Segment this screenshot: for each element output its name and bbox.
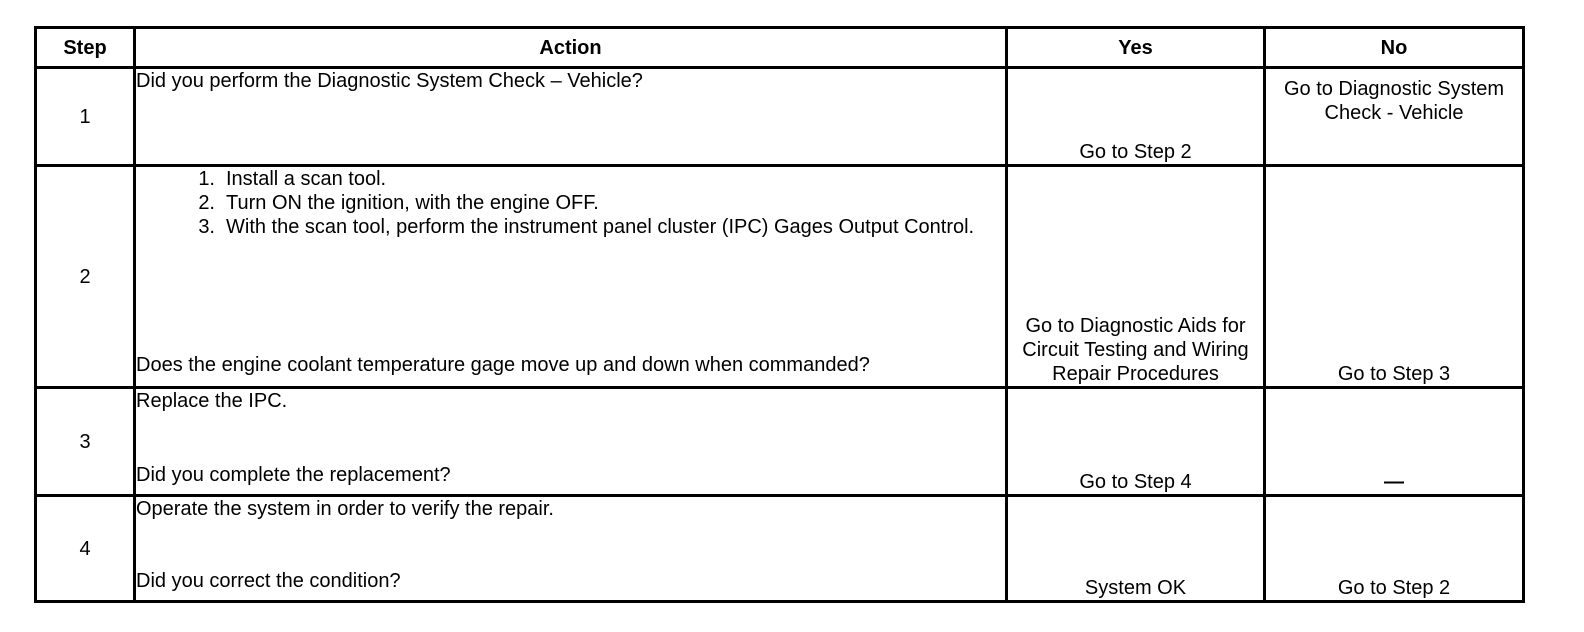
action-instruction: Operate the system in order to verify th… — [136, 498, 554, 520]
instruction-text: With the scan tool, perform the instrume… — [226, 216, 975, 238]
header-yes: Yes — [1005, 26, 1266, 69]
instruction-item: 1. Install a scan tool. — [136, 167, 1005, 191]
yes-result: System OK — [1005, 494, 1266, 603]
instruction-number: 1. — [198, 168, 215, 190]
table-row: 1 Did you perform the Diagnostic System … — [34, 66, 1525, 167]
yes-result: Go to Diagnostic Aids for Circuit Testin… — [1005, 164, 1266, 389]
no-result: Go to Step 2 — [1263, 494, 1525, 603]
action-cell: Did you perform the Diagnostic System Ch… — [133, 66, 1008, 167]
action-cell: Replace the IPC. Did you complete the re… — [133, 386, 1008, 497]
action-cell: 1. Install a scan tool. 2. Turn ON the i… — [133, 164, 1008, 389]
header-step: Step — [34, 26, 136, 69]
table-row: 4 Operate the system in order to verify … — [34, 494, 1525, 603]
instruction-number: 3. — [198, 216, 215, 238]
step-number: 3 — [34, 386, 136, 497]
instruction-text: Install a scan tool. — [226, 168, 387, 190]
header-no: No — [1263, 26, 1525, 69]
no-result-dash: — — [1384, 471, 1404, 493]
action-instruction: Replace the IPC. — [136, 390, 288, 412]
instruction-item: 3. With the scan tool, perform the instr… — [136, 215, 1005, 239]
no-result: Go to Step 3 — [1263, 164, 1525, 389]
step-number: 2 — [34, 164, 136, 389]
action-question: Did you correct the condition? — [136, 570, 401, 592]
action-cell: Operate the system in order to verify th… — [133, 494, 1008, 603]
action-question: Does the engine coolant temperature gage… — [136, 354, 870, 376]
instruction-item: 2. Turn ON the ignition, with the engine… — [136, 191, 1005, 215]
instruction-number: 2. — [198, 192, 215, 214]
no-result: Go to Diagnostic System Check - Vehicle — [1263, 66, 1525, 167]
header-action: Action — [133, 26, 1008, 69]
table-row: 2 1. Install a scan tool. 2. Turn ON the… — [34, 164, 1525, 389]
step-number: 1 — [34, 66, 136, 167]
diagnostic-table: Step Action Yes No 1 Did you perform the… — [34, 26, 1525, 603]
no-result: — — [1263, 386, 1525, 497]
action-question: Did you complete the replacement? — [136, 464, 451, 486]
step-number: 4 — [34, 494, 136, 603]
yes-result: Go to Step 2 — [1005, 66, 1266, 167]
header-row: Step Action Yes No — [34, 26, 1525, 69]
yes-result: Go to Step 4 — [1005, 386, 1266, 497]
action-question: Did you perform the Diagnostic System Ch… — [136, 70, 643, 92]
instruction-list: 1. Install a scan tool. 2. Turn ON the i… — [136, 167, 1005, 239]
instruction-text: Turn ON the ignition, with the engine OF… — [226, 192, 599, 214]
table-row: 3 Replace the IPC. Did you complete the … — [34, 386, 1525, 497]
